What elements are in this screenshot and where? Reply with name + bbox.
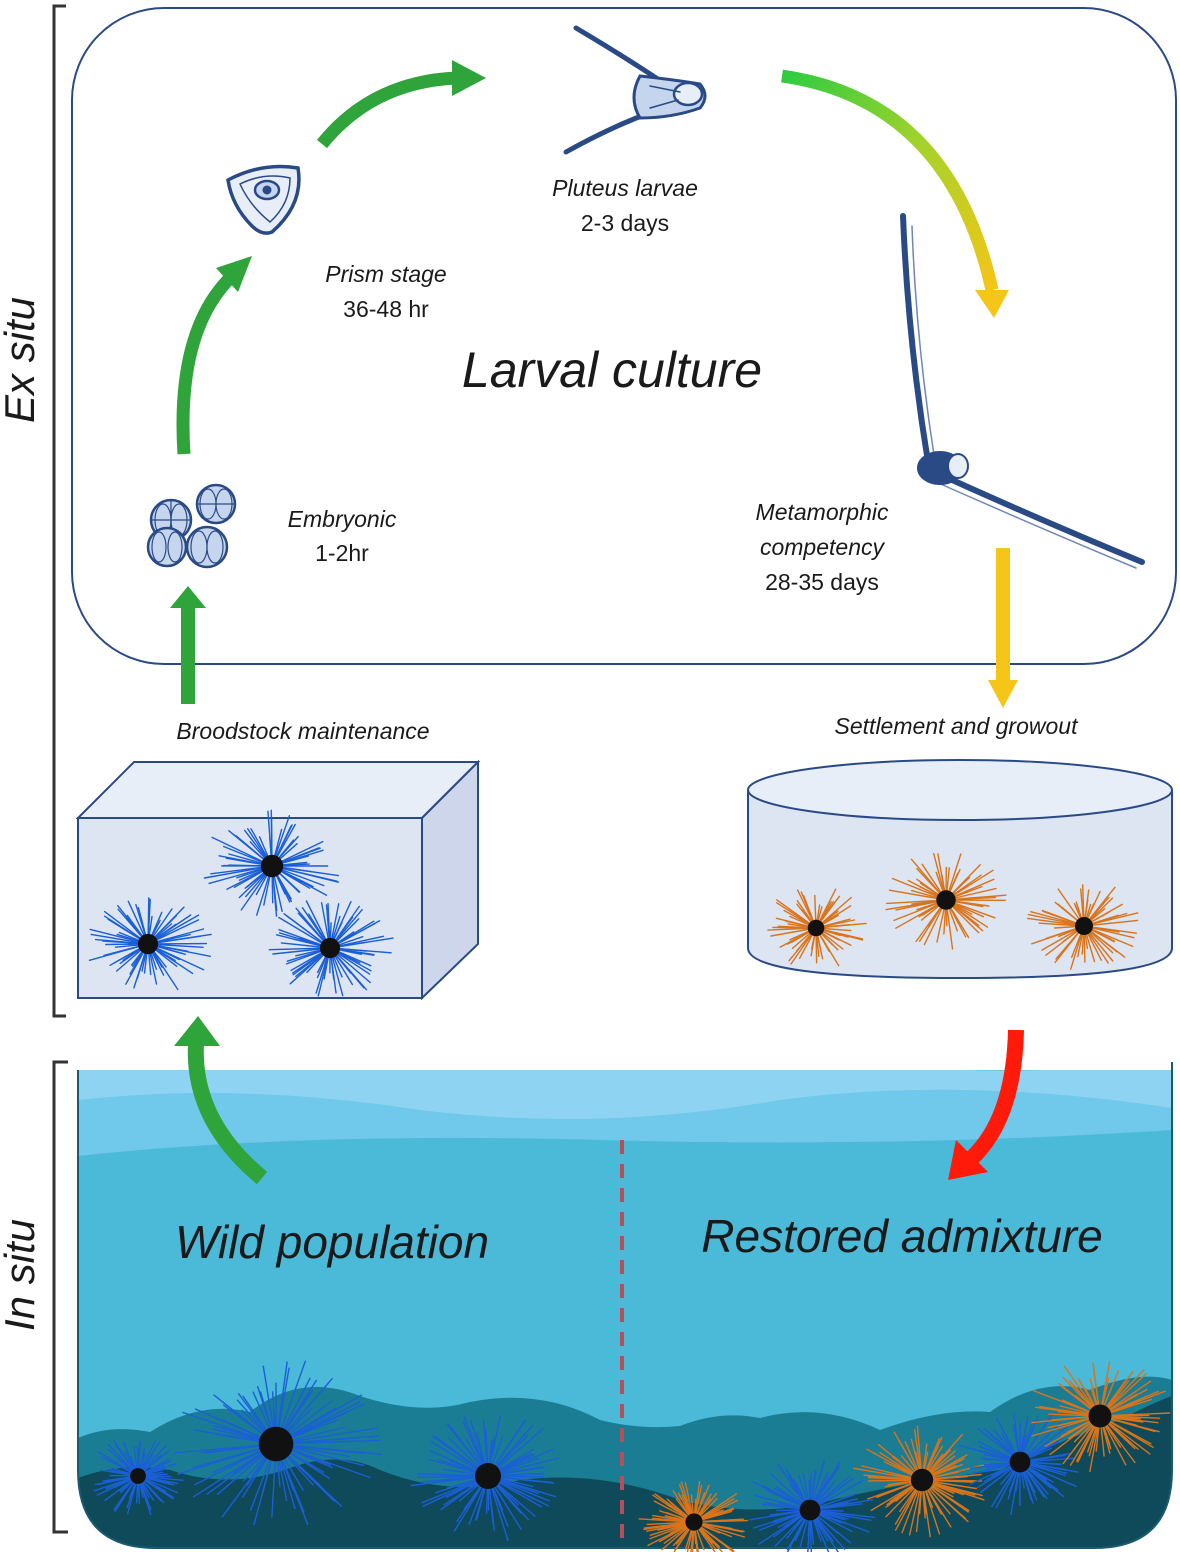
arrow-broodstock-to-embryo (170, 586, 206, 704)
settlement-tank (747, 759, 1173, 980)
sea-urchin-icon (767, 888, 867, 967)
sea-urchin-icon (268, 900, 394, 997)
metamorphic-stage-name-2: competency (760, 534, 886, 560)
ex-situ-bracket (52, 4, 66, 1018)
metamorphic-stage-time: 28-35 days (765, 569, 879, 595)
in-situ-bracket (52, 1060, 68, 1534)
ex-situ-label: Ex situ (0, 297, 43, 423)
pluteus-stage-time: 2-3 days (581, 210, 669, 236)
broodstock-urchins (88, 809, 394, 997)
wild-population-label: Wild population (175, 1216, 489, 1268)
arrow-embryo-to-prism (176, 256, 252, 455)
in-situ-label: In situ (0, 1219, 43, 1331)
sea-urchin-icon (88, 897, 212, 991)
embryonic-stage-name: Embryonic (288, 506, 397, 532)
ocean-outline (77, 1062, 1173, 1549)
sea-urchin-icon (748, 1459, 876, 1552)
sea-urchin-icon (93, 1440, 184, 1516)
pluteus-stage-name: Pluteus larvae (552, 175, 698, 201)
sea-urchin-icon (958, 1414, 1079, 1516)
restored-admixture-label: Restored admixture (701, 1210, 1102, 1262)
broodstock-label: Broodstock maintenance (176, 718, 429, 744)
ocean-urchins (93, 1360, 1171, 1552)
sea-urchin-icon (172, 1360, 383, 1526)
arrow-wild-to-broodstock (174, 1016, 268, 1185)
competent-larva-icon (900, 213, 1145, 569)
prism-larva-icon (226, 164, 301, 235)
sea-urchin-icon (885, 853, 1007, 950)
prism-stage-time: 36-48 hr (343, 296, 429, 322)
metamorphic-stage-name-1: Metamorphic (756, 499, 889, 525)
sea-urchin-icon (410, 1415, 560, 1542)
sea-urchin-icon (1026, 884, 1139, 970)
larval-culture-box (71, 7, 1177, 665)
arrow-pluteus-to-competent (781, 69, 1009, 318)
larval-culture-title: Larval culture (462, 342, 762, 398)
prism-stage-name: Prism stage (325, 261, 446, 287)
sea-urchin-icon (852, 1425, 989, 1538)
arrow-settlement-to-restored (948, 1029, 1024, 1180)
arrow-prism-to-pluteus (316, 60, 486, 149)
settlement-label: Settlement and growout (835, 713, 1080, 739)
pluteus-larva-icon (563, 25, 707, 155)
sea-urchin-icon (1031, 1361, 1171, 1473)
settlement-urchins (767, 853, 1139, 970)
arrow-competent-to-settlement (988, 548, 1018, 708)
sea-urchin-icon (203, 809, 340, 917)
embryonic-stage-time: 1-2hr (315, 540, 369, 566)
embryo-cells-icon (146, 483, 237, 569)
sea-urchin-icon (638, 1480, 748, 1552)
